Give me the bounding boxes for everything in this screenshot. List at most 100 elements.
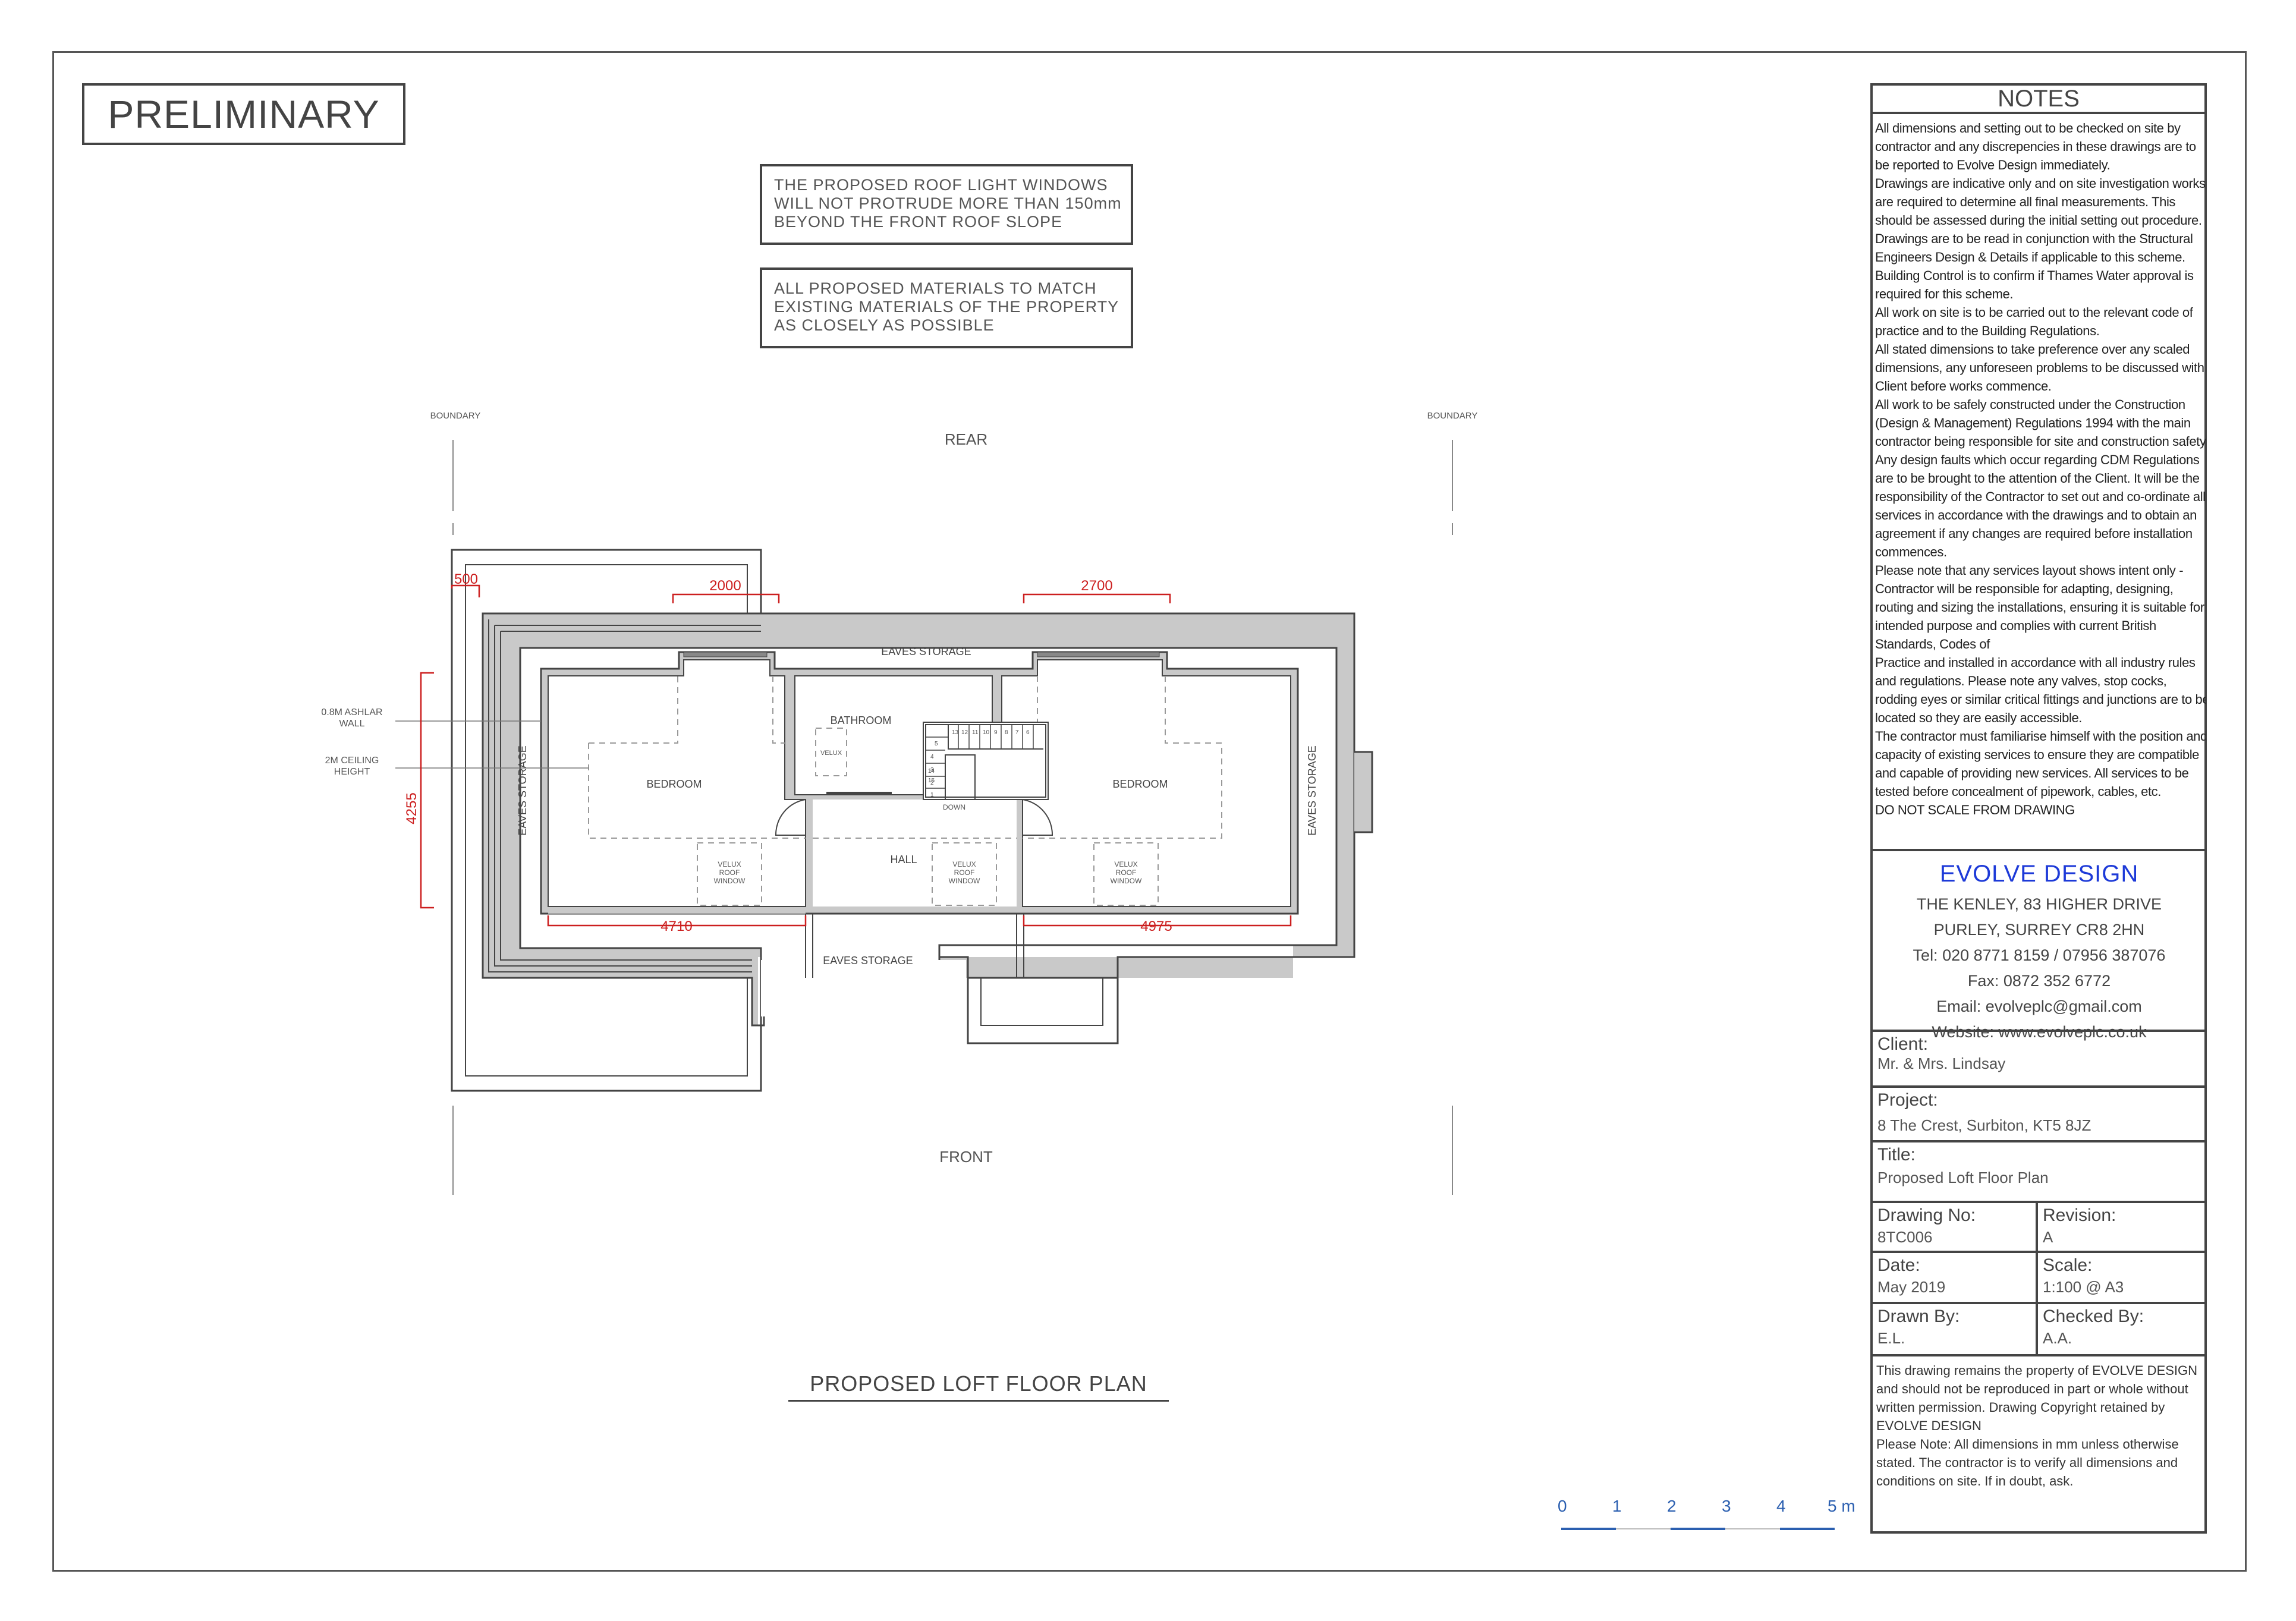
note-line: routing and sizing the installations, en… xyxy=(1875,600,2204,615)
stair-frame xyxy=(923,722,1049,800)
note-line: All work to be safely constructed under … xyxy=(1875,397,2185,412)
stair-winder xyxy=(945,754,976,800)
company-name: EVOLVE DESIGN xyxy=(1939,861,2139,887)
footer-line: and should not be reproduced in part or … xyxy=(1876,1381,2188,1396)
scale-value: 1:100 @ A3 xyxy=(2043,1278,2124,1296)
footer-line: stated. The contractor is to verify all … xyxy=(1876,1455,2178,1470)
note-line: tested before concealment of pipework, c… xyxy=(1875,784,2161,799)
note-line: Contractor will be responsible for adapt… xyxy=(1875,581,2174,596)
note-line: are to be brought to the attention of th… xyxy=(1875,471,2200,486)
divider xyxy=(1870,1030,2207,1032)
footer-line: written permission. Drawing Copyright re… xyxy=(1876,1400,2165,1415)
stair-number: 14 xyxy=(928,768,935,775)
company-address: THE KENLEY, 83 HIGHER DRIVE xyxy=(1916,895,2162,913)
plan-title: PROPOSED LOFT FLOOR PLAN xyxy=(788,1371,1169,1402)
stair-number: 10 xyxy=(983,729,990,736)
ashlar-label: 0.8M ASHLAR xyxy=(321,707,382,717)
velux-label: ROOF xyxy=(954,868,975,877)
velux-small-label: VELUX xyxy=(820,750,842,757)
client-value: Mr. & Mrs. Lindsay xyxy=(1877,1055,2006,1072)
eaves-storage-right-label: EAVES STORAGE xyxy=(1306,745,1318,835)
dim-4710-line xyxy=(547,915,807,927)
stair-number: 7 xyxy=(1015,729,1019,736)
outer-wall xyxy=(482,612,1355,1044)
dim-2700-line xyxy=(1023,593,1171,603)
velux-outline-3 xyxy=(1093,842,1159,906)
note-line: EXISTING MATERIALS OF THE PROPERTY xyxy=(774,298,1119,316)
front-dormer-inner xyxy=(980,977,1103,1026)
note-line: Please note that any services layout sho… xyxy=(1875,563,2184,578)
eaves-storage-top-label: EAVES STORAGE xyxy=(881,646,971,657)
note-line: THE PROPOSED ROOF LIGHT WINDOWS xyxy=(774,176,1108,194)
rear-label: REAR xyxy=(945,430,987,448)
dim-500-line xyxy=(451,584,480,597)
staircase xyxy=(923,722,1049,800)
note-line: The contractor must familiarise himself … xyxy=(1875,729,2206,744)
divider xyxy=(2036,1201,2038,1354)
stair-treads xyxy=(926,725,1034,789)
scale-tick: 1 xyxy=(1612,1497,1622,1515)
scale-segment xyxy=(1725,1528,1780,1529)
note-line: ALL PROPOSED MATERIALS TO MATCH xyxy=(774,279,1097,297)
company-email: Email: evolveplc@gmail.com xyxy=(1936,997,2142,1015)
title-label: Title: xyxy=(1877,1145,1916,1164)
dim-4710-label: 4710 xyxy=(661,918,692,934)
drawn-by-value: E.L. xyxy=(1877,1329,1905,1347)
stair-number: 8 xyxy=(1005,729,1008,736)
velux-label: ROOF xyxy=(1116,868,1137,877)
scale-bar: 0 1 2 3 4 5 m xyxy=(1558,1497,1867,1538)
front-label: FRONT xyxy=(939,1148,993,1166)
boundary-lines xyxy=(452,440,1453,1195)
hall-room xyxy=(813,800,1017,906)
drawing-no-value: 8TC006 xyxy=(1877,1228,1933,1246)
checked-by-label: Checked By: xyxy=(2043,1307,2144,1326)
general-notes: All dimensions and setting out to be che… xyxy=(1873,117,2206,848)
bedroom-left-label: BEDROOM xyxy=(646,778,702,790)
roof-edge-line xyxy=(494,625,752,967)
chimney-breast xyxy=(1354,751,1373,833)
drawing-no-label: Drawing No: xyxy=(1877,1205,1976,1225)
scale-tick: 3 xyxy=(1722,1497,1731,1515)
divider xyxy=(1870,1140,2207,1142)
note-line: and capable of providing new services. A… xyxy=(1875,766,2189,780)
note-line: Engineers Design & Details if applicable… xyxy=(1875,250,2185,265)
wall-strip xyxy=(548,909,806,914)
footer-line: conditions on site. If in doubt, ask. xyxy=(1876,1474,2074,1488)
stair-number: 5 xyxy=(935,741,938,747)
ceiling-label: 2M CEILING xyxy=(325,756,379,766)
note-line: rodding eyes or similar critical fitting… xyxy=(1875,692,2206,707)
door-swing-right xyxy=(1022,799,1053,836)
dim-4975-label: 4975 xyxy=(1140,918,1172,934)
date-value: May 2019 xyxy=(1877,1278,1946,1296)
note-line: Standards, Codes of xyxy=(1875,637,1990,651)
divider xyxy=(1870,1085,2207,1088)
dim-2700-label: 2700 xyxy=(1081,578,1112,594)
eaves-storage-left-label: EAVES STORAGE xyxy=(517,745,529,835)
divider xyxy=(1870,1201,2207,1203)
company-fax: Fax: 0872 352 6772 xyxy=(1967,972,2111,990)
note-line: BEYOND THE FRONT ROOF SLOPE xyxy=(774,213,1063,231)
divider xyxy=(1870,1251,2207,1253)
materials-note: ALL PROPOSED MATERIALS TO MATCH EXISTING… xyxy=(760,267,1133,348)
company-website: Website: www.evolveplc.co.uk xyxy=(1932,1023,2147,1041)
note-line: commences. xyxy=(1875,544,1947,559)
ceiling-height-outline-left xyxy=(588,676,806,839)
note-line: be reported to Evolve Design immediately… xyxy=(1875,158,2111,172)
dim-2000-line xyxy=(672,593,780,603)
scale-segment xyxy=(1780,1528,1835,1530)
stair-frame-inner xyxy=(925,724,1046,798)
revision-value: A xyxy=(2043,1228,2053,1246)
eaves-gap xyxy=(761,960,966,1016)
note-line: responsibility of the Contractor to set … xyxy=(1875,489,2206,504)
velux-label: WINDOW xyxy=(949,877,980,885)
roof-light-note: THE PROPOSED ROOF LIGHT WINDOWS WILL NOT… xyxy=(760,164,1133,245)
note-line: should be assessed during the initial se… xyxy=(1875,213,2202,228)
stair-number: 3 xyxy=(930,767,934,773)
dimension-lines xyxy=(420,584,1292,927)
velux-label: WINDOW xyxy=(714,877,746,885)
title-value: Proposed Loft Floor Plan xyxy=(1877,1169,2049,1186)
eaves-storage-bottom-label: EAVES STORAGE xyxy=(823,955,913,967)
note-line: intended purpose and complies with curre… xyxy=(1875,618,2156,633)
scale-segment xyxy=(1616,1528,1671,1529)
note-line: contractor being responsible for site an… xyxy=(1875,434,2206,449)
